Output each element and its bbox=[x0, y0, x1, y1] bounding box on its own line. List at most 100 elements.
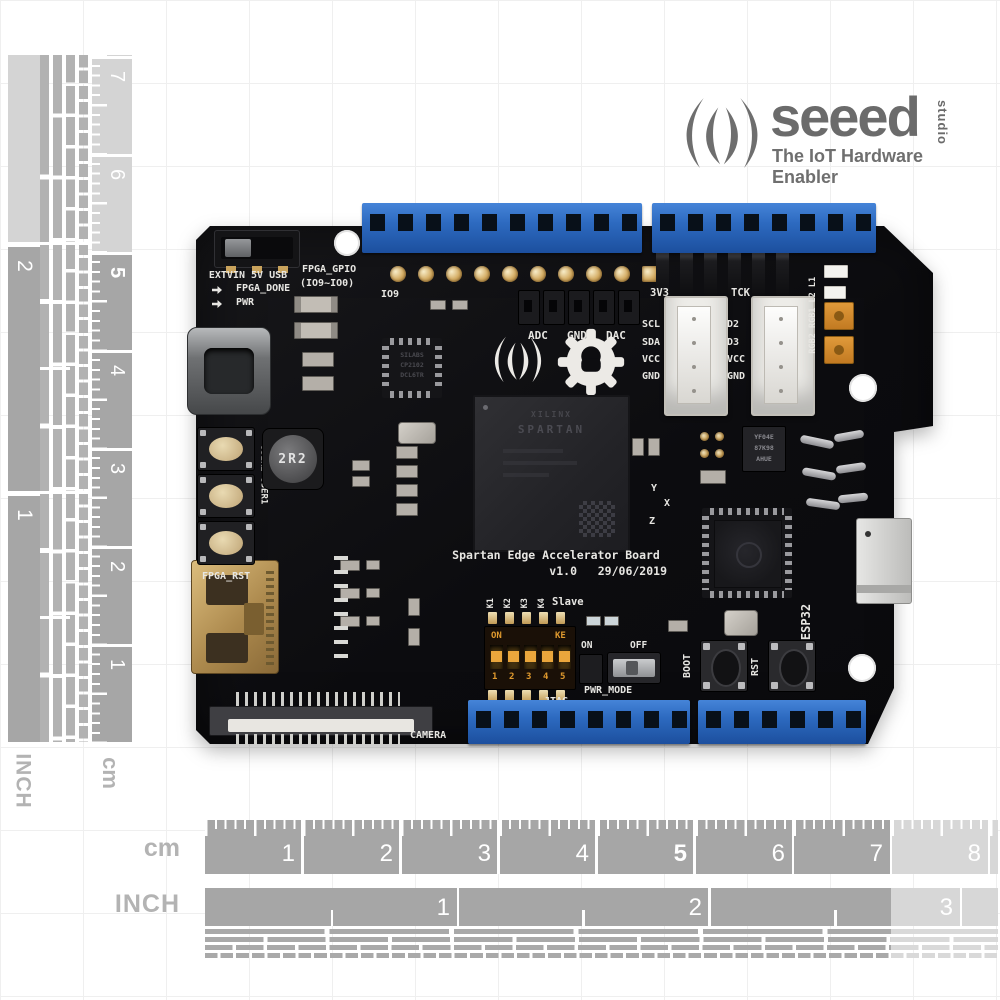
smd-passive bbox=[352, 460, 370, 471]
dip-slider bbox=[490, 645, 503, 669]
usb-bridge-marking: SILABS bbox=[400, 351, 424, 359]
bottom-cm-number: 8 bbox=[967, 840, 981, 867]
dip-digit: 2 bbox=[509, 672, 515, 682]
adc-label: ADC bbox=[528, 329, 548, 342]
boot-button bbox=[700, 640, 748, 692]
small-ic-marking: YF04E bbox=[754, 433, 774, 441]
grove-connector-digital bbox=[751, 296, 815, 416]
bottom-inch-number: 3 bbox=[939, 894, 953, 921]
left-cm-number: 6 bbox=[106, 168, 129, 180]
dip-on-label: ON bbox=[491, 631, 502, 641]
grove-i2c-pin-label: SDA bbox=[641, 337, 660, 348]
io9-label: IO9 bbox=[381, 289, 400, 300]
user2-button bbox=[197, 427, 255, 471]
fpga-chip: XILINX SPARTAN bbox=[473, 395, 630, 552]
left-inch-fraction-ticks bbox=[66, 55, 75, 742]
inch-fraction-row bbox=[205, 929, 891, 934]
led-l2 bbox=[824, 286, 846, 299]
grove-digital-pin-label: GND bbox=[727, 371, 746, 382]
dip-bottom-pads bbox=[488, 690, 565, 702]
top-header-right bbox=[652, 203, 876, 253]
left-inch-fraction-ticks bbox=[53, 55, 62, 742]
smd-passive bbox=[604, 616, 619, 626]
axis-z-label: Z bbox=[649, 516, 656, 527]
smd-passive bbox=[396, 465, 418, 478]
fpga-rst-button bbox=[197, 521, 255, 565]
led-rgb2 bbox=[824, 336, 854, 364]
power-source-switch bbox=[214, 230, 300, 268]
axis-x-label: X bbox=[664, 498, 671, 509]
dip-k2-label: K2 bbox=[502, 597, 513, 609]
fpga-done-led-label: FPGA_DONE bbox=[236, 283, 291, 294]
user1-button bbox=[197, 474, 255, 518]
test-pad-column bbox=[334, 556, 348, 666]
inch-fraction-row bbox=[891, 945, 998, 950]
dip-digit: 1 bbox=[492, 672, 498, 682]
left-cm-unit-label: cm bbox=[97, 757, 123, 789]
board-version-date: v1.0 29/06/2019 bbox=[549, 564, 667, 578]
bottom-inch-unit-label: INCH bbox=[114, 890, 180, 918]
grove-digital-pin-label: VCC bbox=[727, 354, 746, 365]
left-inch-number: 2 bbox=[13, 260, 36, 272]
smd-capacitor bbox=[294, 322, 338, 339]
logo-studio-text: studio bbox=[934, 99, 950, 145]
esp32-chip bbox=[702, 508, 792, 598]
mounting-hole bbox=[848, 654, 876, 682]
grove-i2c-pin-label: GND bbox=[641, 371, 660, 382]
left-inch-number: 1 bbox=[13, 509, 36, 521]
analog-socket bbox=[518, 290, 540, 325]
left-cm-number: 5 bbox=[106, 266, 129, 278]
left-cm-band: 7 6 5 4 3 2 1 bbox=[92, 55, 132, 742]
left-inch-band: 2 1 bbox=[8, 55, 40, 742]
analog-socket bbox=[543, 290, 565, 325]
grove-digital-pin-label: D2 bbox=[727, 319, 740, 330]
bottom-inch-number: 1 bbox=[436, 894, 450, 921]
bottom-header-right bbox=[698, 700, 866, 744]
bottom-cm-number: 1 bbox=[281, 840, 295, 867]
jtag-dip-switch: ON KE 1 2 3 4 5 bbox=[484, 626, 576, 690]
logo-brand-text: seeed bbox=[770, 85, 921, 148]
inch-fraction-row bbox=[891, 953, 998, 958]
smd-passive bbox=[648, 438, 660, 456]
board-title: Spartan Edge Accelerator Board bbox=[452, 548, 660, 562]
camera-label: CAMERA bbox=[410, 730, 447, 741]
smd-passive bbox=[396, 446, 418, 459]
pwr-mode-off-label: OFF bbox=[630, 640, 648, 651]
bottom-inch-ruler: 1 2 3 bbox=[205, 888, 998, 926]
bottom-cm-number: 6 bbox=[771, 840, 785, 867]
smd-passive bbox=[352, 476, 370, 487]
left-cm-number: 7 bbox=[106, 70, 129, 82]
smd-capacitor bbox=[294, 296, 338, 313]
fpga-datamatrix bbox=[579, 501, 615, 537]
top-header-left bbox=[362, 203, 642, 253]
dip-slave-label: Slave bbox=[552, 596, 584, 608]
left-cm-number: 3 bbox=[106, 462, 129, 474]
pwr-mode-switch bbox=[607, 652, 661, 684]
smd-passive bbox=[396, 484, 418, 497]
small-ic: YF04E 87K98 AHUE bbox=[742, 426, 786, 472]
usb-bridge-marking: DCL6TR bbox=[400, 371, 424, 379]
hdmi-port bbox=[191, 560, 279, 674]
dip-digit: 5 bbox=[560, 672, 566, 682]
grove-digital-pin-label: D3 bbox=[727, 337, 740, 348]
bottom-cm-number: 2 bbox=[379, 840, 393, 867]
tck-label: TCK bbox=[731, 287, 750, 299]
power-inductor: 2R2 bbox=[262, 428, 324, 490]
bent-pins bbox=[796, 424, 876, 524]
dac-label: DAC bbox=[606, 329, 626, 342]
dip-k1-label: K1 bbox=[485, 597, 496, 609]
bottom-cm-number: 5 bbox=[673, 840, 687, 867]
smd-passive bbox=[408, 628, 420, 646]
left-inch-fraction-ticks bbox=[40, 55, 49, 742]
smd-passive bbox=[452, 300, 468, 310]
grove-i2c-pin-label: VCC bbox=[641, 354, 660, 365]
led-l1 bbox=[824, 265, 848, 278]
left-cm-number: 4 bbox=[106, 364, 129, 376]
dip-slider bbox=[507, 645, 520, 669]
bottom-cm-unit-label: cm bbox=[143, 834, 180, 862]
bottom-cm-number: 3 bbox=[477, 840, 491, 867]
rst-button bbox=[768, 640, 816, 692]
small-ic-marking: 87K98 bbox=[754, 444, 774, 452]
bottom-header-left bbox=[468, 700, 690, 744]
